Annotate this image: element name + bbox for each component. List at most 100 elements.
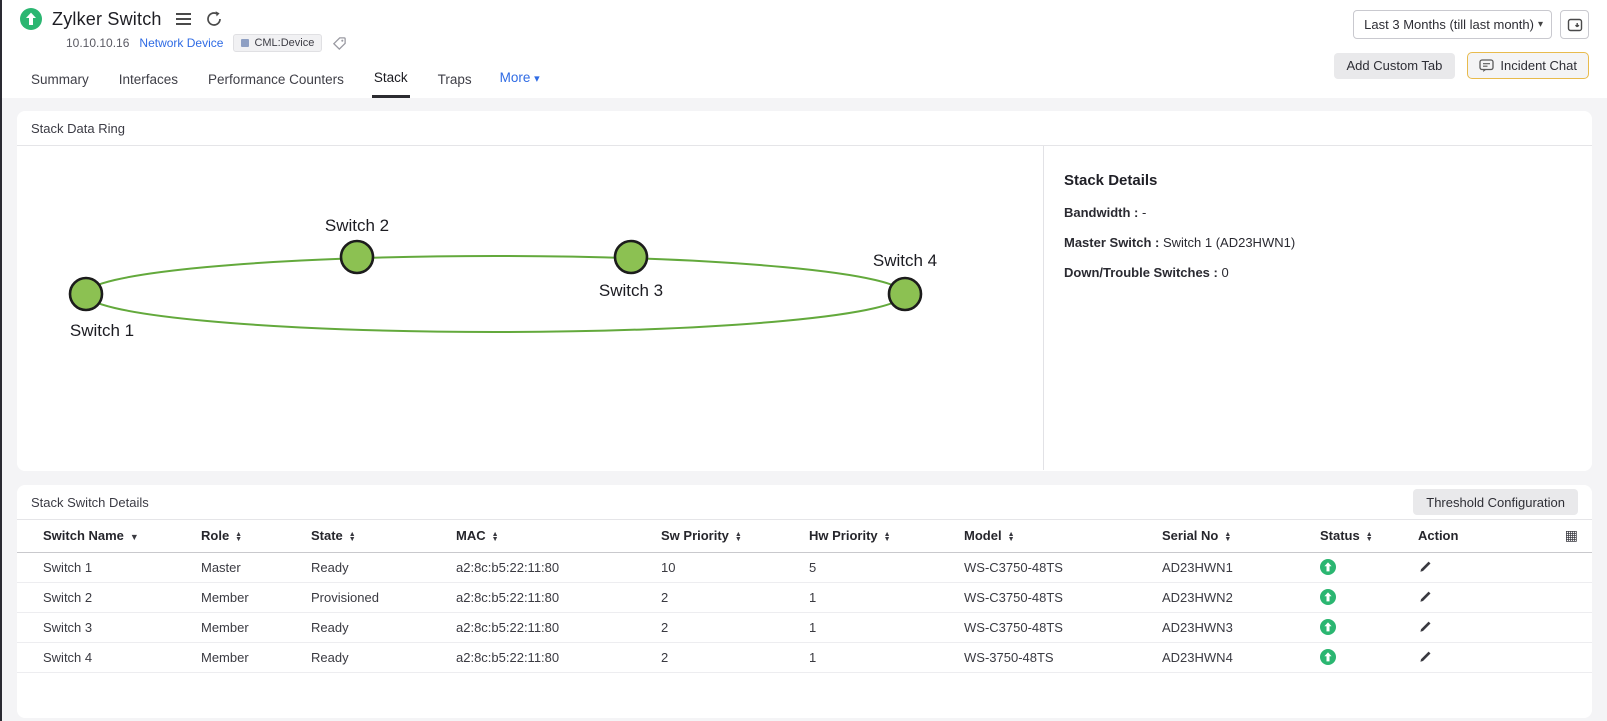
col-settings[interactable]: ▦: [1507, 520, 1592, 553]
column-chooser-icon[interactable]: ▦: [1564, 527, 1578, 544]
threshold-configuration-button[interactable]: Threshold Configuration: [1413, 489, 1578, 515]
sort-icon: ▲▼: [491, 530, 499, 543]
col-status[interactable]: Status▲▼: [1314, 520, 1412, 553]
cell-hw-priority: 1: [803, 582, 958, 613]
stack-switch-details-panel: Stack Switch Details Threshold Configura…: [17, 485, 1592, 718]
main-content: Stack Data Ring Switch 1 Switch 2 Switch…: [2, 98, 1607, 721]
cell-serial-no: AD23HWN1: [1156, 552, 1314, 583]
col-sw-priority[interactable]: Sw Priority ▲▼: [655, 520, 803, 553]
edit-pencil-icon[interactable]: [1418, 620, 1432, 634]
stack-details-title: Stack Details: [1064, 172, 1158, 189]
popout-icon: [1567, 18, 1582, 31]
cell-status: [1314, 642, 1412, 673]
cell-spacer: [1507, 552, 1592, 583]
edit-pencil-icon[interactable]: [1418, 560, 1432, 574]
cell-action: [1412, 642, 1507, 673]
stack-details-panel: Stack Details Bandwidth : - Master Switc…: [1043, 146, 1592, 470]
device-ip: 10.10.10.16: [66, 36, 130, 50]
add-custom-tab-button[interactable]: Add Custom Tab: [1333, 52, 1456, 79]
col-label: Model: [964, 528, 1002, 544]
table-row[interactable]: Switch 4 Member Ready a2:8c:b5:22:11:80 …: [17, 642, 1592, 673]
status-up-icon: [1320, 589, 1336, 605]
col-serial-no[interactable]: Serial No▲▼: [1156, 520, 1314, 553]
cell-switch-name: Switch 3: [17, 612, 195, 643]
table-row[interactable]: Switch 1 Master Ready a2:8c:b5:22:11:80 …: [17, 552, 1592, 583]
incident-chat-label: Incident Chat: [1500, 58, 1577, 73]
cell-hw-priority: 1: [803, 642, 958, 673]
detail-label: Master Switch :: [1064, 235, 1160, 250]
cell-state: Ready: [305, 552, 450, 583]
col-label: Role: [201, 528, 230, 544]
ring-node-switch-3[interactable]: [613, 239, 649, 275]
col-hw-priority[interactable]: Hw Priority ▲▼: [803, 520, 958, 553]
cell-state: Provisioned: [305, 582, 450, 613]
sort-icon: ▲▼: [734, 530, 742, 543]
tab-traps[interactable]: Traps: [437, 71, 472, 87]
device-header: Zylker Switch 10.10.10.16 Network Device…: [2, 0, 1607, 98]
cell-serial-no: AD23HWN2: [1156, 582, 1314, 613]
col-label: Sw Priority: [661, 528, 729, 544]
cell-sw-priority: 10: [655, 552, 803, 583]
tag-icon[interactable]: [332, 36, 347, 51]
status-up-icon: [1320, 649, 1336, 665]
menu-icon[interactable]: [175, 13, 191, 25]
cell-status: [1314, 612, 1412, 643]
col-label: Hw Priority: [809, 528, 878, 544]
edit-pencil-icon[interactable]: [1418, 650, 1432, 664]
col-mac[interactable]: MAC ▲▼: [450, 520, 655, 553]
table-panel-title: Stack Switch Details: [31, 494, 149, 510]
cell-role: Member: [195, 582, 305, 613]
tab-stack[interactable]: Stack: [371, 66, 410, 98]
cell-action: [1412, 612, 1507, 643]
tab-interfaces[interactable]: Interfaces: [118, 71, 179, 87]
device-badge: CML:Device: [233, 34, 323, 52]
popout-window-button[interactable]: [1560, 10, 1589, 39]
cell-sw-priority: 2: [655, 582, 803, 613]
cell-mac: a2:8c:b5:22:11:80: [450, 582, 655, 613]
ring-node-switch-4[interactable]: [887, 276, 923, 312]
stack-data-ring-panel: Stack Data Ring Switch 1 Switch 2 Switch…: [17, 111, 1592, 471]
detail-label: Bandwidth :: [1064, 205, 1139, 220]
cell-action: [1412, 552, 1507, 583]
ring-node-label: Switch 2: [325, 216, 389, 235]
col-label: MAC: [456, 528, 486, 544]
stack-detail-master-switch: Master Switch : Switch 1 (AD23HWN1): [1064, 235, 1592, 250]
col-model[interactable]: Model▲▼: [958, 520, 1156, 553]
detail-value: -: [1138, 205, 1147, 220]
device-category-link[interactable]: Network Device: [139, 36, 224, 50]
cell-sw-priority: 2: [655, 642, 803, 673]
cell-role: Master: [195, 552, 305, 583]
tab-summary[interactable]: Summary: [31, 71, 89, 87]
sort-desc-icon: ▼: [129, 532, 139, 543]
time-range-value: Last 3 Months (till last month): [1364, 17, 1534, 32]
tab-performance-counters[interactable]: Performance Counters: [208, 71, 344, 87]
status-up-icon: [1320, 559, 1336, 575]
sort-icon: ▲▼: [1365, 530, 1373, 543]
cell-switch-name: Switch 1: [17, 552, 195, 583]
cell-state: Ready: [305, 612, 450, 643]
ring-node-switch-1[interactable]: [68, 276, 104, 312]
ring-node-switch-2[interactable]: [339, 239, 375, 275]
table-row[interactable]: Switch 2 Member Provisioned a2:8c:b5:22:…: [17, 582, 1592, 613]
cell-model: WS-C3750-48TS: [958, 612, 1156, 643]
col-role[interactable]: Role▲▼: [195, 520, 305, 553]
cell-role: Member: [195, 612, 305, 643]
cell-spacer: [1507, 612, 1592, 643]
col-state[interactable]: State▲▼: [305, 520, 450, 553]
col-switch-name[interactable]: Switch Name ▼: [17, 520, 195, 553]
edit-pencil-icon[interactable]: [1418, 590, 1432, 604]
stack-switch-table: Switch Name▼ Role▲▼ State▲▼ MAC▲▼ Sw Pri…: [17, 520, 1592, 673]
tab-more[interactable]: More ▾: [500, 70, 540, 95]
cell-hw-priority: 5: [803, 552, 958, 583]
refresh-icon[interactable]: [205, 10, 223, 28]
sort-icon: ▲▼: [883, 530, 891, 543]
detail-value: 0: [1217, 265, 1229, 280]
table-row[interactable]: Switch 3 Member Ready a2:8c:b5:22:11:80 …: [17, 612, 1592, 643]
col-label: Switch Name: [43, 528, 124, 544]
incident-chat-button[interactable]: Incident Chat: [1467, 52, 1589, 79]
ring-link: [85, 255, 905, 333]
cell-serial-no: AD23HWN4: [1156, 642, 1314, 673]
device-status-up-icon: [20, 8, 42, 30]
cell-model: WS-C3750-48TS: [958, 552, 1156, 583]
time-range-select[interactable]: Last 3 Months (till last month) ▾: [1353, 10, 1552, 39]
